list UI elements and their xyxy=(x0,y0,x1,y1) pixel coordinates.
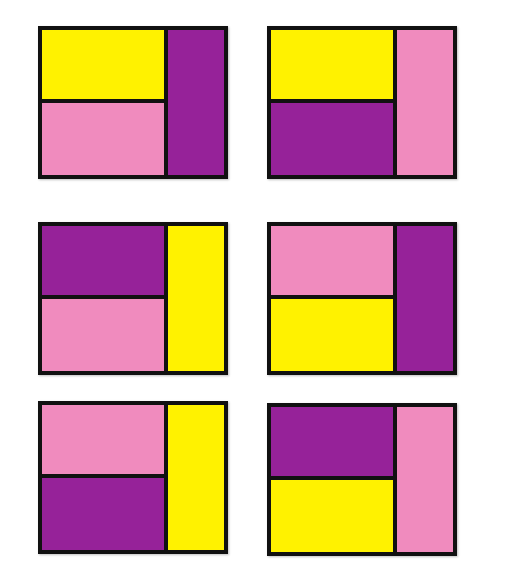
tile-3-top-left-block xyxy=(42,226,164,295)
tile-4-bottom-left-block xyxy=(271,299,393,371)
tile-5-top-left-block xyxy=(42,405,164,474)
tile-6-right-block xyxy=(397,407,453,552)
tile-1-bottom-left-block xyxy=(42,103,164,175)
tile-6-bottom-left-block xyxy=(271,480,393,552)
tile-2-bottom-left-block xyxy=(271,103,393,175)
color-tile-4 xyxy=(267,222,457,375)
tile-3-bottom-left-block xyxy=(42,299,164,371)
tile-4-right-block xyxy=(397,226,453,371)
color-tile-5 xyxy=(38,401,228,554)
tile-3-right-block xyxy=(168,226,224,371)
tile-2-top-left-block xyxy=(271,30,393,99)
color-tile-6 xyxy=(267,403,457,556)
tile-4-top-left-block xyxy=(271,226,393,295)
color-tile-2 xyxy=(267,26,457,179)
tile-5-bottom-left-block xyxy=(42,478,164,550)
tile-5-right-block xyxy=(168,405,224,550)
tile-2-right-block xyxy=(397,30,453,175)
tile-1-top-left-block xyxy=(42,30,164,99)
tile-6-top-left-block xyxy=(271,407,393,476)
color-tile-3 xyxy=(38,222,228,375)
color-tile-1 xyxy=(38,26,228,179)
tile-1-right-block xyxy=(168,30,224,175)
